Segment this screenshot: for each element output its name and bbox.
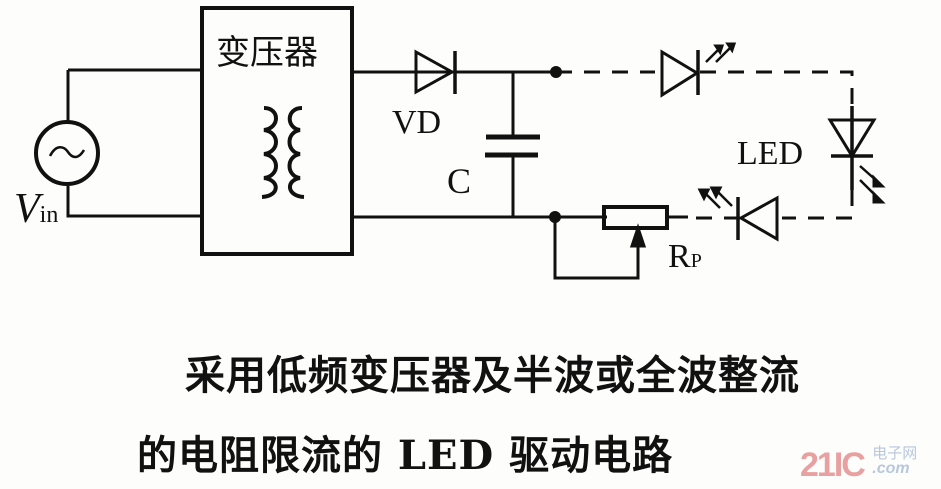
pot-label-sub: P <box>690 250 702 272</box>
source-label-sub: in <box>39 202 59 228</box>
watermark-logo: 21IC 电子网 .com <box>800 446 917 485</box>
capacitor-label: C <box>447 161 472 201</box>
ac-source-circle <box>34 120 100 186</box>
watermark-site-en: .com <box>872 460 910 477</box>
transformer-box <box>200 6 354 256</box>
wire-source-bottom <box>66 186 202 218</box>
transformer-coil-icon <box>261 106 278 199</box>
transformer-label: 变压器 <box>216 33 318 73</box>
led-label: LED <box>737 135 804 172</box>
led-top <box>660 49 700 98</box>
watermark-site-cn: 电子网 <box>872 445 918 462</box>
watermark-brand: 21IC <box>800 446 866 484</box>
diode-label: VD <box>392 104 442 141</box>
pot-label-main: R <box>668 238 691 275</box>
junction-dot-top <box>550 66 562 78</box>
junction-dot-bottom <box>549 211 561 223</box>
sine-wave-icon <box>48 146 86 159</box>
wire-source-top <box>66 68 202 122</box>
pot-label: RP <box>668 240 702 274</box>
led-bottom <box>737 195 779 242</box>
diode-vd <box>414 49 456 95</box>
dashed-wire-right <box>782 190 854 220</box>
source-label: Vin <box>14 188 58 230</box>
pot-wiper-loop <box>553 217 640 280</box>
caption-line-1: 采用低频变压器及半波或全波整流 <box>185 352 800 399</box>
dashed-wire-top <box>556 70 854 106</box>
potentiometer-rp <box>602 205 669 230</box>
caption-line-2: 的电阻限流的 LED 驱动电路 <box>137 432 674 479</box>
source-label-main: V <box>14 186 40 232</box>
